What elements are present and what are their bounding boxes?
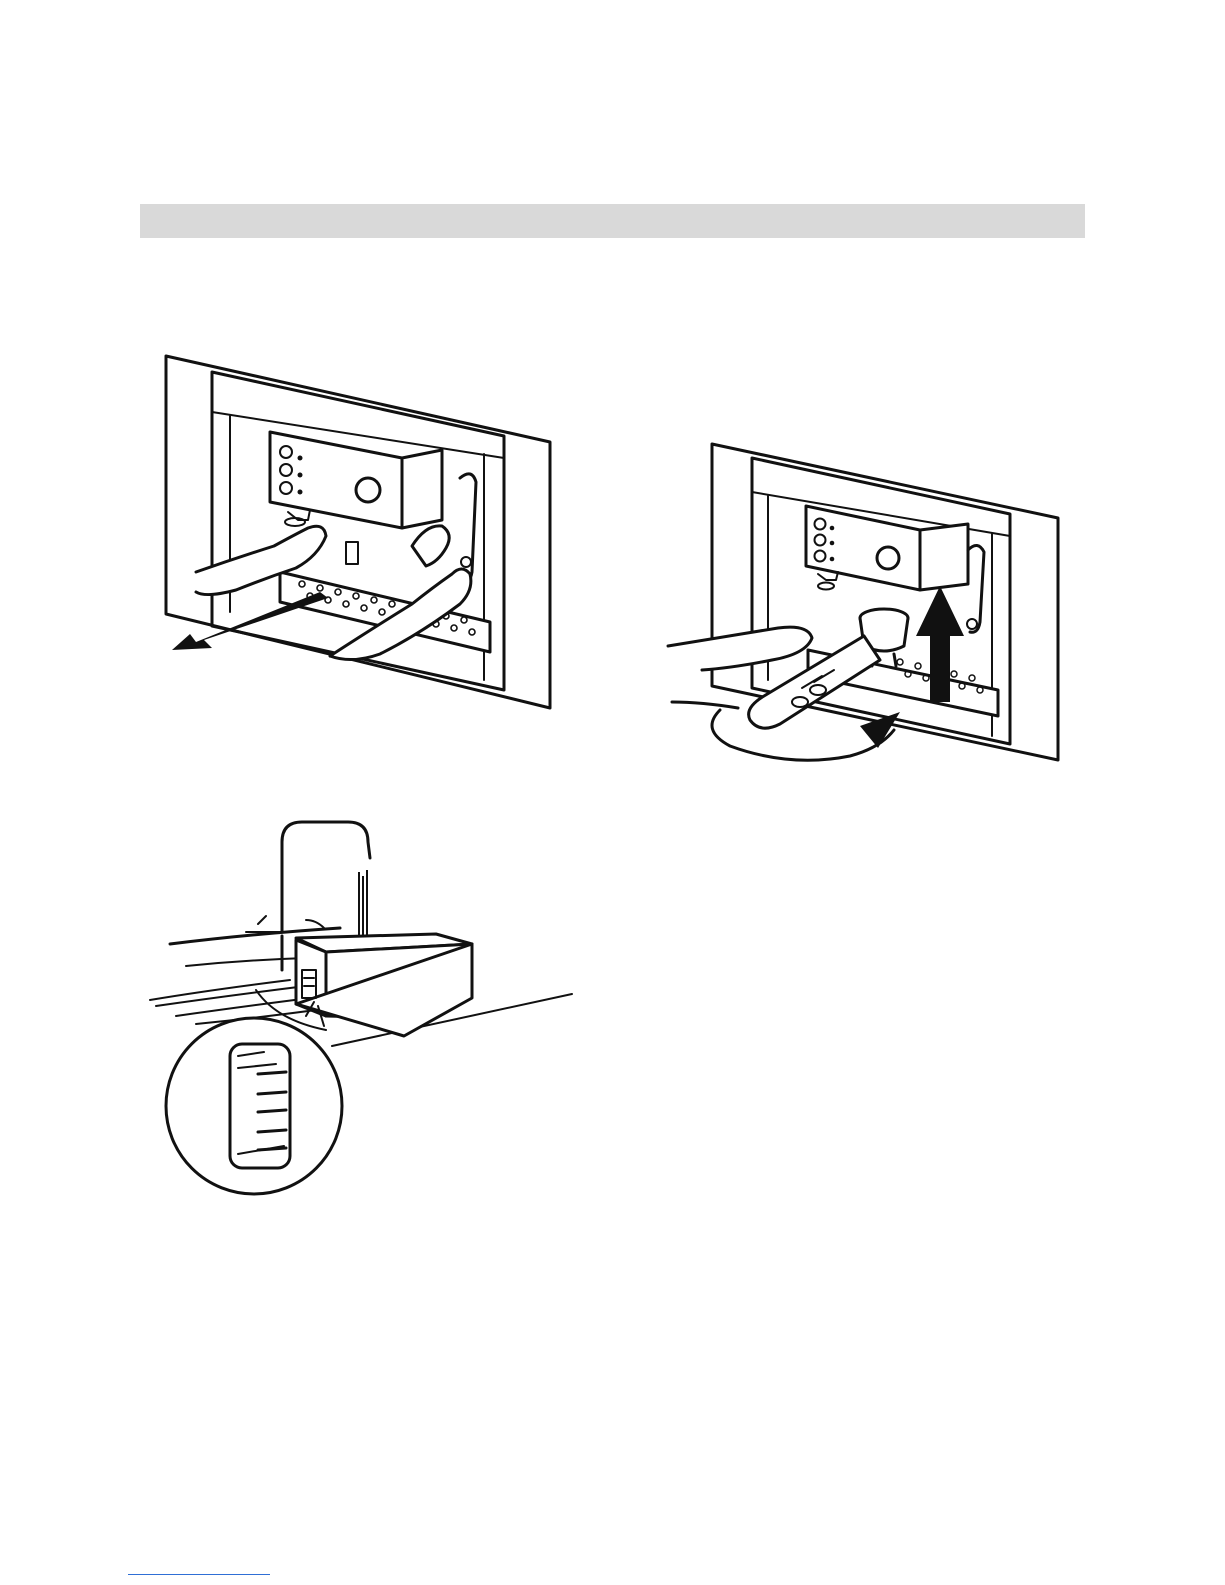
fill-water-tank-illustration [146, 820, 586, 1200]
footer-rule [128, 1574, 270, 1575]
water-level-magnifier-icon [166, 1002, 342, 1194]
insert-filter-holder-illustration [668, 440, 1068, 780]
remove-drip-tray-illustration [160, 350, 560, 720]
section-header-bar [140, 204, 1085, 238]
